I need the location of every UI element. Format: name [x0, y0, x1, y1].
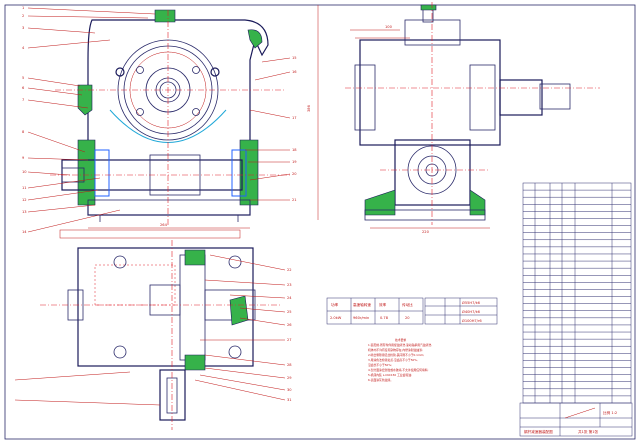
spec-value: 20 — [405, 316, 410, 320]
callout-label: 10 — [22, 170, 27, 174]
scale-text: 比例 1:2 — [603, 410, 617, 415]
tech-title: 技术要求 — [395, 338, 406, 342]
side-view: 386 220 100 — [307, 2, 600, 234]
callout-label: 26 — [287, 323, 292, 327]
callout-label: 17 — [292, 116, 297, 120]
callout-label: 20 — [292, 172, 297, 176]
spec-header: 传动比 — [402, 302, 413, 307]
callout-label: 5 — [22, 76, 24, 80]
svg-text:6.表面涂灰色油漆。: 6.表面涂灰色油漆。 — [368, 378, 393, 382]
svg-text:1.装配前,所有零件用煤油清洗,滚动轴承用汽油清洗,: 1.装配前,所有零件用煤油清洗,滚动轴承用汽油清洗, — [368, 343, 432, 347]
spec-header: 功率 — [331, 302, 339, 307]
callout-label: 11 — [22, 186, 27, 190]
fit-row: Ø55H7/k6 — [462, 300, 481, 305]
callout-label: 7 — [22, 98, 24, 102]
callout-label: 12 — [22, 198, 27, 202]
callout-label: 27 — [287, 338, 292, 342]
tech-requirements: 技术要求 1.装配前,所有零件用煤油清洗,滚动轴承用汽油清洗, 机体内不许有任何… — [368, 338, 432, 382]
parts-list — [522, 182, 632, 404]
callout-label: 22 — [287, 268, 292, 272]
spec-value: 960r/min — [353, 316, 369, 320]
right-callouts: 15 16 17 18 19 20 21 — [245, 56, 297, 202]
svg-text:220: 220 — [422, 230, 430, 234]
spec-header: 高速轴转速 — [353, 302, 371, 307]
spec-value: 2.0kW — [330, 316, 342, 320]
svg-text:264: 264 — [160, 223, 168, 227]
fit-table: Ø55H7/k6 Ø40H7/k6 Ø100H7/r6 — [424, 297, 498, 325]
callout-label: 6 — [22, 86, 25, 90]
svg-text:100: 100 — [385, 25, 393, 29]
callout-label: 15 — [292, 56, 297, 60]
callout-label: 21 — [292, 198, 297, 202]
callout-label: 23 — [287, 283, 292, 287]
svg-text:4.剖分面涂密封胶或水玻璃,不允许使用任何填料;: 4.剖分面涂密封胶或水玻璃,不允许使用任何填料; — [368, 368, 428, 372]
svg-text:386: 386 — [307, 104, 311, 112]
callout-label: 18 — [292, 148, 297, 152]
callout-label: 28 — [287, 363, 292, 367]
callout-label: 3 — [22, 26, 24, 30]
spec-table: 功率 高速轴转速 效率 传动比 2.0kW 960r/min 0.78 20 — [326, 297, 424, 325]
title-block: 蜗杆减速器装配图 比例 1:2 共1张 第1张 — [519, 402, 633, 437]
title-text: 蜗杆减速器装配图 — [524, 429, 553, 434]
spec-header: 效率 — [379, 302, 387, 307]
svg-text:5.机座内装 L-CKC150 工业齿轮油;: 5.机座内装 L-CKC150 工业齿轮油; — [368, 373, 412, 377]
callout-label: 25 — [287, 310, 292, 314]
callout-label: 2 — [22, 14, 24, 18]
callout-label: 8 — [22, 130, 25, 134]
fit-row: Ø40H7/k6 — [462, 309, 481, 314]
left-callouts: 1 2 3 4 5 6 7 8 9 10 11 12 13 14 — [22, 6, 156, 234]
callout-label: 13 — [22, 210, 27, 214]
bottom-callouts: 22 23 24 25 26 27 28 29 30 31 — [194, 254, 292, 402]
fit-row: Ø100H7/r6 — [462, 318, 482, 323]
callout-label: 30 — [287, 388, 292, 392]
callout-label: 31 — [287, 398, 292, 402]
callout-label: 14 — [22, 230, 27, 234]
spec-value: 0.78 — [380, 316, 389, 320]
callout-label: 16 — [292, 70, 297, 74]
callout-label: 19 — [292, 160, 297, 164]
callout-label: 4 — [22, 46, 25, 50]
sheet-text: 共1张 第1张 — [578, 429, 598, 434]
sheet-border — [4, 4, 636, 440]
callout-label: 29 — [287, 376, 292, 380]
svg-text:2.啮合侧隙用铅丝检验,其间隙不小于0.1mm;: 2.啮合侧隙用铅丝检验,其间隙不小于0.1mm; — [368, 353, 424, 357]
svg-text:3.用涂色法检验斑点,沿齿高不小于50%,: 3.用涂色法检验斑点,沿齿高不小于50%, — [368, 358, 418, 362]
svg-text:机体内不许有任何杂物存在,内壁涂耐油油漆;: 机体内不许有任何杂物存在,内壁涂耐油油漆; — [368, 348, 423, 352]
front-view: 264 — [50, 9, 290, 229]
svg-text:沿齿长不小于50%;: 沿齿长不小于50%; — [368, 363, 392, 367]
callout-label: 9 — [22, 156, 25, 160]
callout-label: 24 — [287, 296, 292, 300]
top-view — [14, 229, 280, 430]
callout-label: 1 — [22, 6, 24, 10]
